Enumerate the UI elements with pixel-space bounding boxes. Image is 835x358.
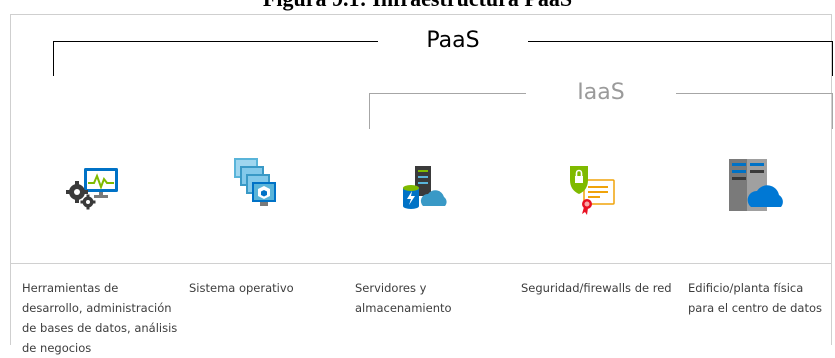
layer-label-operating-system: Sistema operativo	[189, 281, 294, 295]
layer-label-servers-storage: Servidores y almacenamiento	[355, 281, 452, 315]
security-shield-certificate-icon	[560, 160, 624, 224]
paas-label: PaaS	[378, 24, 528, 58]
layer-label-dev-tools: Herramientas de desarrollo, administraci…	[22, 281, 178, 355]
caption-divider	[10, 263, 832, 264]
operating-system-stack-icon	[226, 154, 290, 218]
server-storage-cloud-icon	[393, 160, 457, 224]
iaas-label: IaaS	[526, 76, 676, 110]
datacenter-building-cloud-icon	[725, 155, 789, 219]
layer-label-security-firewalls: Seguridad/firewalls de red	[521, 281, 672, 295]
layer-label-datacenter-building: Edificio/planta física para el centro de…	[688, 281, 822, 315]
dev-tools-monitor-gears-icon	[62, 158, 126, 222]
diagram-frame	[10, 14, 832, 345]
figure-title: Figura 9.1: Infraestructura PaaS	[0, 0, 835, 14]
